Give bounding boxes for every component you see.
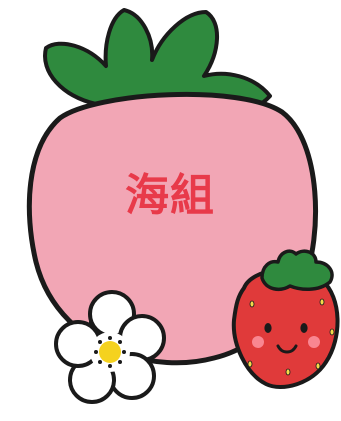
white-flower-icon <box>54 290 166 404</box>
smiling-strawberry-icon <box>231 249 340 389</box>
class-name-label: 海組 <box>125 170 215 221</box>
